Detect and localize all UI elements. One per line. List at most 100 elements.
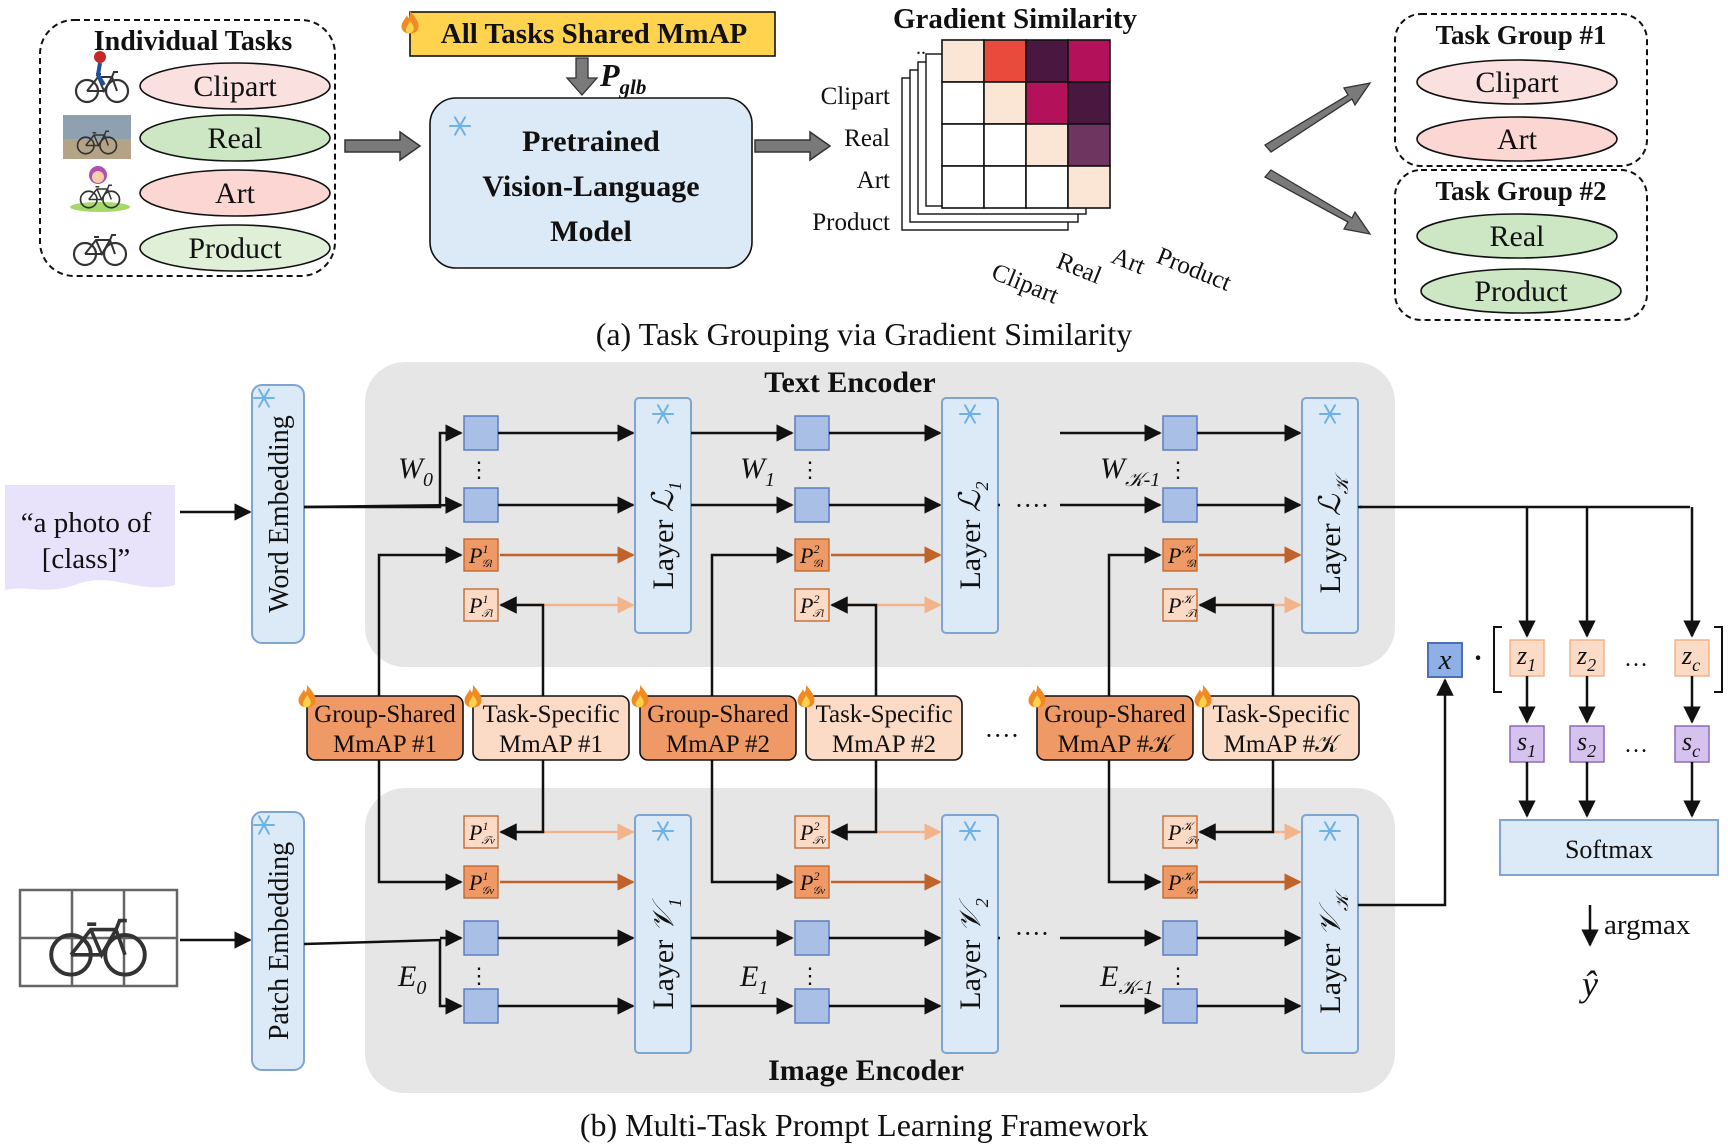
group-shared-mmap-2-line1: Group-Shared — [647, 701, 789, 728]
image-encoder-bg — [365, 788, 1395, 1093]
text-token-top-2 — [794, 415, 830, 451]
prompt-group-image-1 — [463, 865, 499, 899]
fire-icon — [1194, 685, 1212, 708]
text-layer-3 — [1301, 397, 1359, 634]
group-shared-mmap-1-line2: MmAP #1 — [333, 731, 437, 758]
group2-pill-real — [1416, 213, 1618, 259]
heatmap-cell-r2-c0 — [941, 123, 985, 167]
row-label-real: Real — [844, 125, 890, 152]
task-label-clipart: Clipart — [193, 70, 277, 103]
image-vdots-1: ⋮ — [468, 963, 490, 988]
bike-photo-icon — [63, 115, 131, 159]
heatmap-cell-r0-c2 — [1025, 39, 1069, 83]
bike-grid-image-icon — [18, 888, 179, 988]
image-layer-2-label: Layer 𝒱2 — [954, 898, 992, 1009]
image-token-top-1 — [463, 920, 499, 956]
shared-mmap-box — [409, 11, 776, 57]
text-layer-2 — [941, 397, 999, 634]
individual-tasks-title: Individual Tasks — [94, 26, 293, 57]
z-label-3: zc — [1681, 641, 1700, 675]
task-specific-mmap-1-line2: MmAP #1 — [499, 731, 603, 758]
prompt-group-image-2 — [794, 865, 830, 899]
prompt-group-text-2 — [794, 538, 830, 572]
text-token-bottom-2 — [794, 487, 830, 523]
fire-icon — [464, 685, 482, 708]
prompt-task-text-3 — [1162, 588, 1198, 622]
image-layer-3-label: Layer 𝒱𝒦 — [1314, 889, 1352, 1013]
task-specific-mmap-2-line2: MmAP #2 — [832, 731, 936, 758]
mmap-ellipsis: ···· — [985, 721, 1020, 750]
image-layer-1 — [634, 814, 692, 1054]
arrow-to-group2 — [1263, 169, 1372, 235]
image-layer-2 — [941, 814, 999, 1054]
text-encoder-bg — [365, 362, 1395, 667]
group2-label-real: Real — [1490, 220, 1545, 253]
text-vdots-3: ⋮ — [1167, 457, 1189, 482]
task-label-product: Product — [188, 232, 282, 265]
text-weight-label-2: W1 — [740, 452, 775, 491]
group2-pill-product — [1420, 268, 1622, 314]
s-label-3: sc — [1682, 727, 1700, 761]
right-bracket — [1714, 626, 1723, 693]
task-pill-art — [139, 169, 331, 217]
group-shared-mmap-3 — [1036, 695, 1194, 761]
image-token-bottom-2 — [794, 988, 830, 1024]
pretrained-model-box — [429, 97, 753, 269]
group1-label-art: Art — [1497, 123, 1538, 156]
image-vdots-3: ⋮ — [1167, 963, 1189, 988]
prompt-group-text-3 — [1162, 538, 1198, 572]
task-group-2-title: Task Group #2 — [1435, 176, 1606, 206]
row-label-clipart: Clipart — [821, 83, 890, 110]
heatmap-cell-r2-c1 — [983, 123, 1027, 167]
word-embedding-box — [251, 384, 305, 644]
col-label-clipart: Clipart — [988, 259, 1063, 310]
text-layer-2-label: Layer ℒ2 — [954, 481, 992, 589]
task-specific-mmap-2 — [805, 695, 963, 761]
model-line2: Vision-Language — [482, 170, 699, 203]
task-pill-clipart — [139, 62, 331, 110]
row-label-product: Product — [812, 209, 890, 236]
image-vdots-2: ⋮ — [799, 963, 821, 988]
model-line3: Model — [550, 215, 632, 248]
group-shared-mmap-3-line2: MmAP #𝒦 — [1058, 731, 1176, 758]
heatmap-cell-r0-c0 — [941, 39, 985, 83]
col-label-product: Product — [1153, 243, 1235, 297]
task-specific-mmap-2-line1: Task-Specific — [815, 701, 952, 728]
heatmap-cell-r1-c3 — [1067, 81, 1111, 125]
text-input-line1: “a photo of — [21, 507, 152, 539]
image-layer-3 — [1301, 814, 1359, 1054]
heatmap-cell-r1-c0 — [941, 81, 985, 125]
arrow-model-to-similarity — [754, 130, 832, 162]
bike-rider-icon — [74, 51, 130, 104]
text-token-bottom-3 — [1162, 487, 1198, 523]
task-label-art: Art — [215, 177, 256, 210]
group1-label-clipart: Clipart — [1475, 66, 1559, 99]
heatmap-cell-r1-c1 — [983, 81, 1027, 125]
task-specific-mmap-1-line1: Task-Specific — [482, 701, 619, 728]
word-embedding-label: Word Embedding — [264, 415, 295, 613]
caption-b: (b) Multi-Task Prompt Learning Framework — [580, 1107, 1148, 1143]
heatmap-cell-r3-c3 — [1067, 165, 1111, 209]
group1-pill-art — [1416, 116, 1618, 162]
text-weight-label-3: W𝒦-1 — [1100, 452, 1160, 491]
y-hat-label: ŷ — [1579, 964, 1598, 1004]
row-label-art: Art — [857, 167, 890, 194]
image-token-top-2 — [794, 920, 830, 956]
text-token-bottom-1 — [463, 487, 499, 523]
heatmap-cell-r0-c3 — [1067, 39, 1111, 83]
fire-icon — [1028, 685, 1046, 708]
gradient-similarity-title: Gradient Similarity — [893, 3, 1138, 35]
text-ellipsis: ···· — [1015, 491, 1050, 520]
similarity-heatmap — [941, 39, 1111, 209]
softmax-box — [1499, 819, 1719, 876]
image-token-bottom-3 — [1162, 988, 1198, 1024]
text-layer-3-label: Layer ℒ𝒦 — [1314, 472, 1352, 593]
task-specific-mmap-3-line1: Task-Specific — [1212, 701, 1349, 728]
text-token-top-3 — [1162, 415, 1198, 451]
group-shared-mmap-3-line1: Group-Shared — [1044, 701, 1186, 728]
